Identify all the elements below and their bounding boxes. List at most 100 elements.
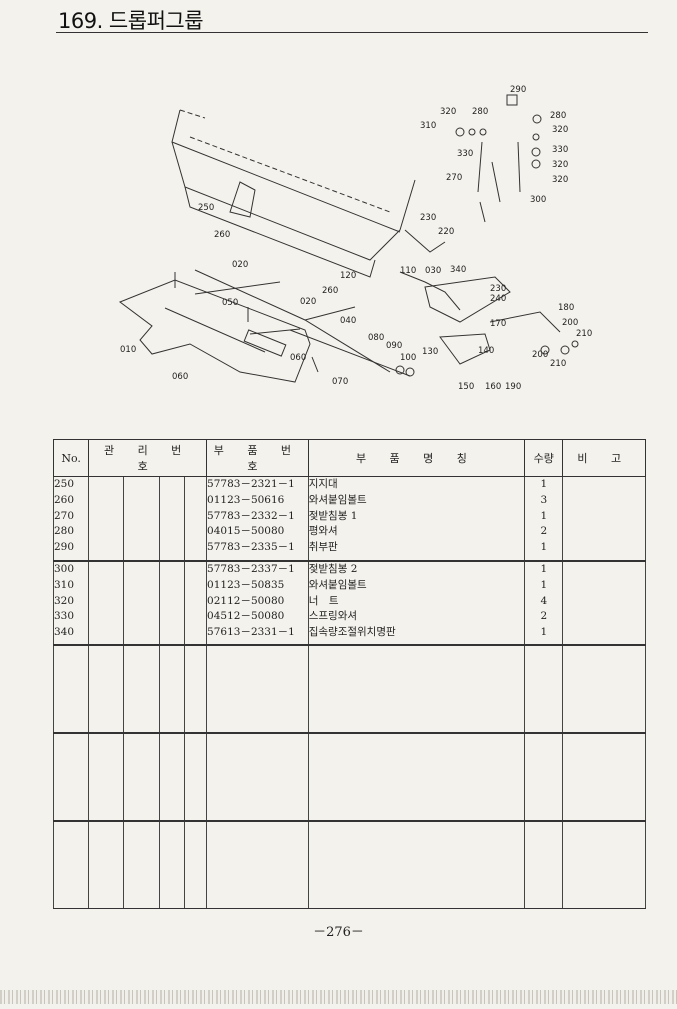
item-no: 290: [54, 541, 75, 554]
quantity: 2: [540, 525, 548, 538]
callout-label: 240: [490, 294, 506, 304]
part-name: 평와셔: [308, 525, 338, 538]
part-number: 01123－50616: [207, 493, 285, 506]
callout-label: 210: [550, 359, 566, 369]
callout-label: 320: [552, 160, 568, 170]
callout-label: 020: [300, 297, 316, 307]
callout-label: 140: [478, 346, 494, 356]
part-name: 와셔붙임볼트: [308, 578, 367, 591]
callout-label: 040: [340, 316, 356, 326]
item-no: 310: [54, 578, 75, 591]
quantity: 4: [540, 594, 548, 607]
part-number: 04015－50080: [207, 525, 285, 538]
part-number: 04512－50080: [207, 610, 285, 623]
callout-label: 300: [530, 195, 546, 205]
callout-label: 060: [290, 353, 306, 363]
part-name: 취부판: [308, 541, 338, 554]
callout-label: 070: [332, 377, 348, 387]
part-number: 57783－2332－1: [207, 509, 295, 522]
item-no: 320: [54, 594, 75, 607]
callout-label: 020: [232, 260, 248, 270]
part-name: 지지대: [308, 478, 338, 490]
quantity: 1: [540, 478, 548, 490]
callout-label: 320: [552, 125, 568, 135]
col-header-part-no: 부 품 번 호: [206, 439, 309, 477]
item-no: 280: [54, 525, 75, 538]
scan-edge-strip: [0, 990, 677, 1004]
callout-label: 220: [438, 227, 454, 237]
callout-label: 200: [562, 318, 578, 328]
callout-label: 200: [532, 350, 548, 360]
callout-label: 280: [550, 111, 566, 121]
callout-label: 270: [446, 173, 462, 183]
quantity: 1: [540, 626, 548, 639]
callout-label: 150: [458, 382, 474, 392]
callout-label: 260: [214, 230, 230, 240]
callout-label: 110: [400, 266, 416, 276]
empty-group: [52, 644, 646, 733]
part-name: 와셔붙임볼트: [308, 493, 367, 506]
callout-label: 080: [368, 333, 384, 343]
callout-label: 170: [490, 319, 506, 329]
col-header-qty: 수량: [524, 439, 564, 477]
parts-table: No. 관 리 번 호 부 품 번 호 부 품 명 칭 수량 비 고 250 2…: [52, 439, 646, 909]
callout-label: 310: [420, 121, 436, 131]
part-name: 집속량조절위치명판: [308, 626, 396, 639]
quantity: 1: [540, 541, 548, 554]
quantity: 2: [540, 610, 548, 623]
part-number: 02112－50080: [207, 594, 285, 607]
col-header-no: No.: [52, 439, 90, 477]
part-name: 스프링와셔: [308, 610, 358, 623]
page-title: 169. 드롭퍼그룹: [58, 9, 204, 33]
callout-label: 030: [425, 266, 441, 276]
callout-label: 120: [340, 271, 356, 281]
callout-label: 050: [222, 298, 238, 308]
callout-label: 090: [386, 341, 402, 351]
part-number: 57783－2337－1: [207, 563, 295, 575]
empty-group: [52, 732, 646, 821]
item-no: 260: [54, 493, 75, 506]
empty-group: [52, 820, 646, 909]
part-number: 57613－2331－1: [207, 626, 295, 639]
item-no: 330: [54, 610, 75, 623]
callout-label: 130: [422, 347, 438, 357]
callout-label: 190: [505, 382, 521, 392]
callout-label: 260: [322, 286, 338, 296]
callout-label: 180: [558, 303, 574, 313]
part-name: 젖받침봉 2: [308, 563, 358, 575]
quantity: 1: [540, 578, 548, 591]
callout-label: 210: [576, 329, 592, 339]
callout-label: 010: [120, 345, 136, 355]
col-header-part-name: 부 품 명 칭: [307, 439, 526, 477]
quantity: 1: [540, 509, 548, 522]
part-number: 57783－2321－1: [207, 478, 295, 490]
callout-label: 160: [485, 382, 501, 392]
part-number: 57783－2335－1: [207, 541, 295, 554]
title-rule: [56, 32, 648, 33]
callout-label: 100: [400, 353, 416, 363]
col-header-management-no: 관 리 번 호: [88, 439, 208, 477]
callout-label: 340: [450, 265, 466, 275]
item-no: 340: [54, 626, 75, 639]
callout-label: 320: [440, 107, 456, 117]
callout-label: 280: [472, 107, 488, 117]
callout-label: 230: [490, 284, 506, 294]
page-number: －276－: [313, 925, 364, 940]
parts-group: 300 310 320 330 340 57783－2337－1 01123－5…: [52, 560, 646, 645]
callout-label: 330: [457, 149, 473, 159]
item-no: 270: [54, 509, 75, 522]
parts-group: 250 260 270 280 290 57783－2321－1 01123－5…: [52, 476, 646, 561]
callout-label: 290: [510, 85, 526, 95]
callout-label: 320: [552, 175, 568, 185]
col-header-remarks: 비 고: [562, 439, 646, 477]
callout-label: 250: [198, 203, 214, 213]
callout-label: 060: [172, 372, 188, 382]
part-name: 젖받침봉 1: [308, 509, 358, 522]
part-number: 01123－50835: [207, 578, 285, 591]
item-no: 300: [54, 563, 75, 575]
quantity: 3: [540, 493, 548, 506]
part-name: 너 트: [308, 594, 339, 607]
callout-label: 230: [420, 213, 436, 223]
quantity: 1: [540, 563, 548, 575]
